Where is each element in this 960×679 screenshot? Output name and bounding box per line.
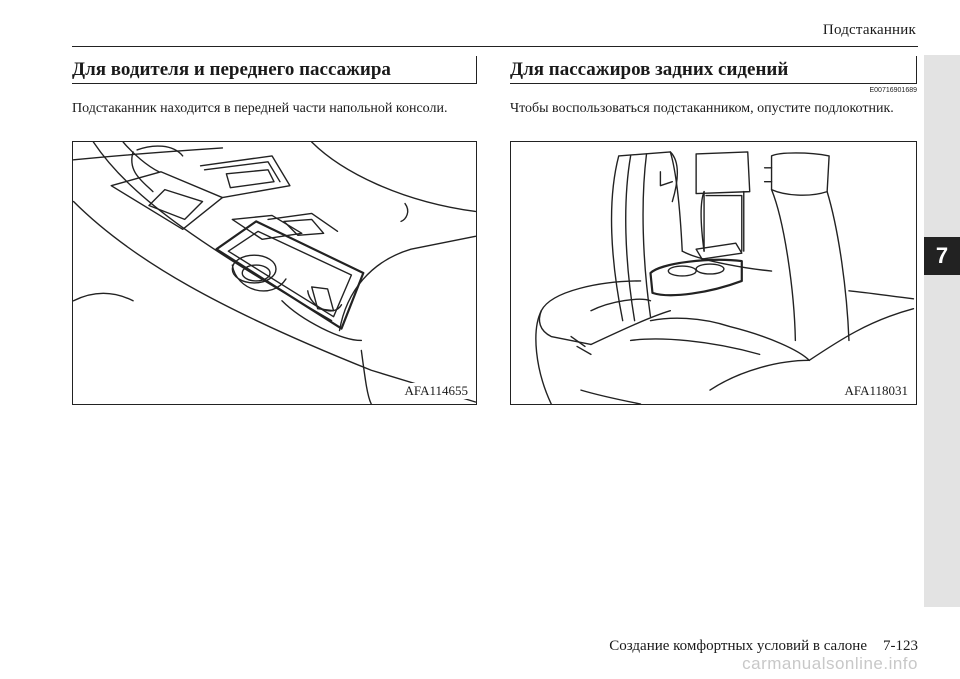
watermark: carmanualsonline.info	[742, 654, 918, 673]
chapter-tab[interactable]: 7	[924, 237, 960, 275]
footer-page-number: 7-123	[883, 638, 918, 654]
rear-figure-label: AFA118031	[842, 383, 910, 399]
front-section-text: Подстаканник находится в передней части …	[72, 101, 448, 116]
rear-section-code: E00716901689	[869, 87, 918, 94]
front-section-heading: Для водителя и переднего пассажира	[72, 56, 477, 84]
rear-cupholder-figure: AFA118031	[510, 141, 917, 405]
rear-section-text: Чтобы воспользоваться подстаканником, оп…	[510, 101, 894, 116]
page-footer: Создание комфортных условий в салоне 7-12…	[609, 638, 918, 655]
front-figure-label: AFA114655	[402, 383, 470, 399]
side-thumb-strip	[924, 55, 960, 607]
rear-seat-illustration	[535, 151, 915, 404]
page-header-title: Подстаканник	[822, 22, 916, 38]
front-console-illustration	[73, 142, 476, 404]
header-rule	[72, 46, 918, 47]
front-cupholder-figure: AFA114655	[72, 141, 477, 405]
footer-chapter-title: Создание комфортных условий в салоне	[609, 638, 867, 654]
rear-section-heading: Для пассажиров задних сидений	[510, 56, 917, 84]
